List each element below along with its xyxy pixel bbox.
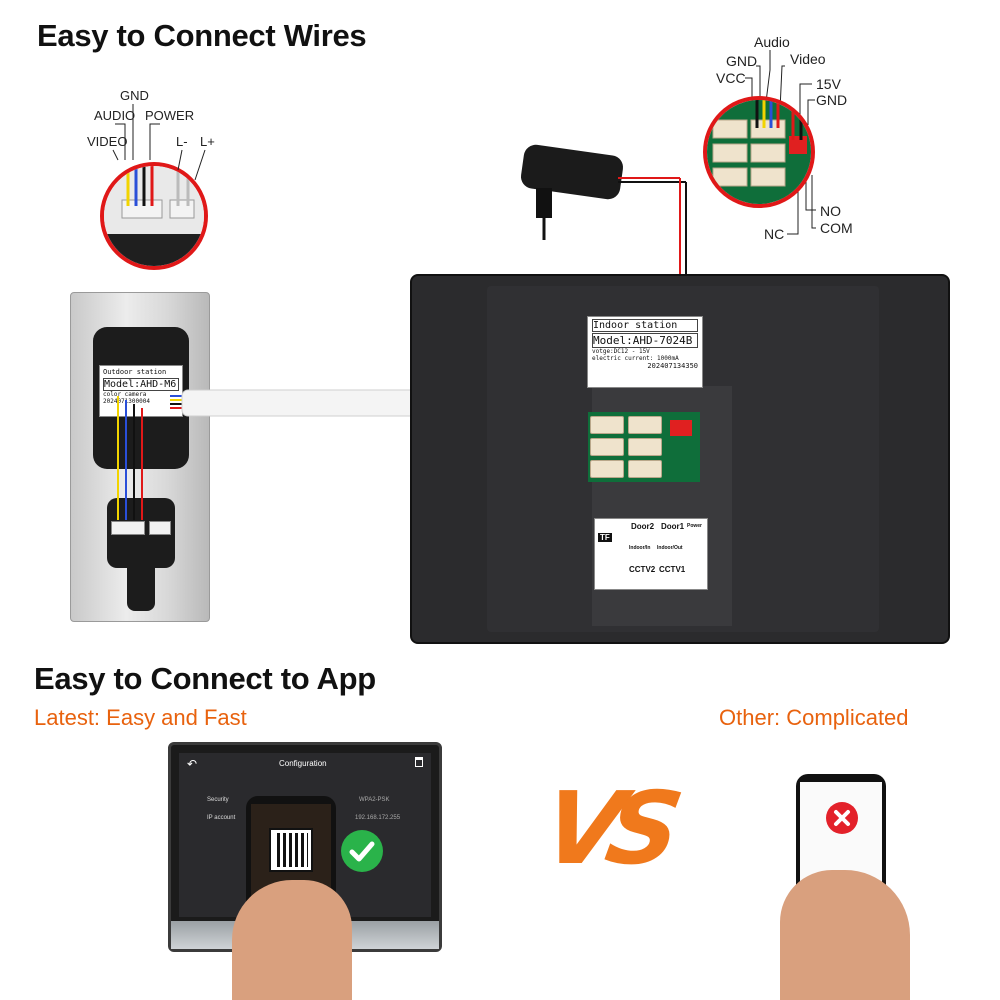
label-power: POWER <box>145 108 195 123</box>
monitor-ui-row2-label: IP account <box>207 815 236 821</box>
port-power: Power <box>687 523 703 529</box>
indoor-label: Indoor station Model:AHD-7024B votge:DC1… <box>587 316 703 388</box>
connector <box>590 460 624 478</box>
indoor-label-line2: Model:AHD-7024B <box>592 333 698 348</box>
heading-app: Easy to Connect to App <box>34 661 376 696</box>
connector <box>590 438 624 456</box>
indoor-label-line1: Indoor station <box>592 319 698 332</box>
vs-mark: VS <box>534 770 677 887</box>
x-circle-icon <box>826 802 858 834</box>
other-label: Other: Complicated <box>719 705 909 730</box>
indoor-label-serial: 202407134350 <box>647 362 698 370</box>
cross-mark <box>834 810 850 826</box>
ports-label: TF Door2 Door1 Power Indoor/In Indoor/Ou… <box>594 518 708 590</box>
indoor-connector-zoom <box>703 96 815 208</box>
label-com: COM <box>820 220 853 236</box>
label-vcc: VCC <box>716 70 746 86</box>
port-tf: TF <box>598 533 612 542</box>
outdoor-stem <box>127 563 155 611</box>
back-arrow-icon: ↶ <box>187 757 198 771</box>
connector <box>628 438 662 456</box>
hand-right <box>780 870 910 1000</box>
heading-wires: Easy to Connect Wires <box>37 18 367 53</box>
port-door2: Door2 <box>631 522 655 531</box>
label-nc: NC <box>764 226 785 242</box>
outdoor-label-line1: Outdoor station <box>103 368 167 376</box>
outdoor-label-line3: color camera <box>103 391 147 398</box>
latest-label: Latest: Easy and Fast <box>34 705 247 730</box>
outdoor-label-line2: Model:AHD-M6 <box>103 378 179 391</box>
hand-left <box>232 880 352 1000</box>
outdoor-terminal-lock <box>149 521 171 535</box>
trash-icon <box>415 757 423 767</box>
port-cctv2: CCTV2 <box>629 565 656 574</box>
label-video: VIDEO <box>87 134 128 149</box>
connector <box>628 416 662 434</box>
label-audio-in: Audio <box>754 34 790 50</box>
label-gnd: GND <box>120 88 149 103</box>
label-no: NO <box>820 203 841 219</box>
power-connector <box>670 420 692 436</box>
label-audio: AUDIO <box>94 108 136 123</box>
check-mark <box>349 841 375 862</box>
port-indoor-in: Indoor/In <box>629 545 651 551</box>
label-gnd-in: GND <box>726 53 758 69</box>
label-l-plus: L+ <box>200 134 215 149</box>
check-circle-icon <box>341 830 383 872</box>
outdoor-terminal-main <box>111 521 145 535</box>
indoor-connector-zoom-illustration <box>707 100 811 204</box>
monitor-ui-title: Configuration <box>279 759 327 768</box>
label-video-in: Video <box>790 51 826 67</box>
monitor-connector-board <box>588 412 700 482</box>
connector <box>628 460 662 478</box>
indoor-label-line4: electric current: 1000mA <box>592 355 679 362</box>
indoor-monitor-back: Indoor station Model:AHD-7024B votge:DC1… <box>410 274 950 644</box>
monitor-ui-row1-label: Security <box>207 797 229 803</box>
port-cctv1: CCTV1 <box>659 565 686 574</box>
label-l-minus: L- <box>176 134 188 149</box>
connector <box>590 416 624 434</box>
label-gnd2: GND <box>816 92 848 108</box>
indoor-label-line3: votge:DC12 - 15V <box>592 348 650 355</box>
monitor-ui-row1-value: WPA2-PSK <box>359 797 390 803</box>
label-15v: 15V <box>816 76 841 92</box>
qr-code-icon <box>269 828 313 872</box>
port-door1: Door1 <box>661 522 685 531</box>
monitor-ui-row2-value: 192.168.172.255 <box>355 815 401 821</box>
port-indoor-out: Indoor/Out <box>657 545 683 551</box>
